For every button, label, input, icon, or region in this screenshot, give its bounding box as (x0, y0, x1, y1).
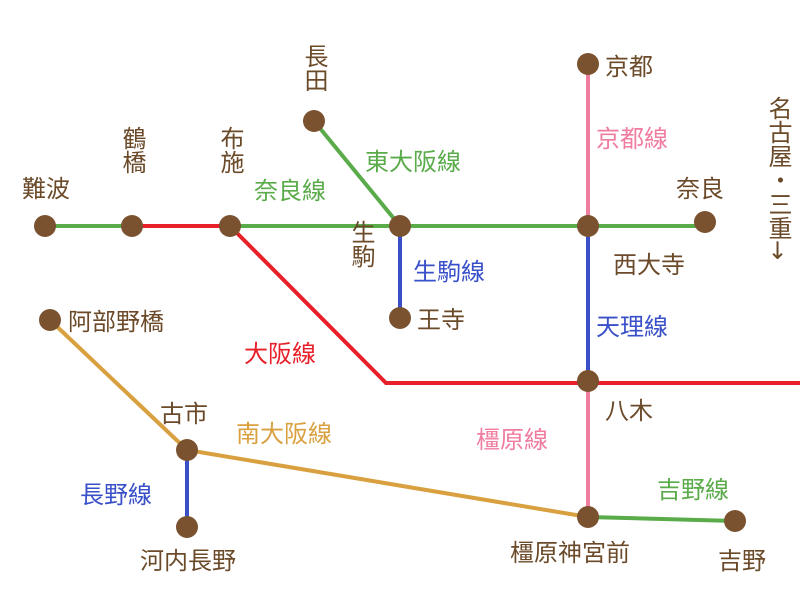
station-dot-abenobashi[interactable] (39, 309, 61, 331)
station-dots (34, 53, 746, 538)
line-label-osaka: 大阪線 (244, 340, 316, 368)
station-dot-yagi[interactable] (577, 370, 599, 392)
line-label-nagano: 長野線 (80, 481, 152, 509)
station-label-ikoma: 生駒 (347, 220, 375, 268)
station-label-fuse: 布施 (216, 126, 244, 174)
line-labels: 東大阪線 京都線 奈良線 生駒線 天理線 大阪線 南大阪線 橿原線 長野線 吉野… (80, 125, 729, 509)
station-dot-tsuruhashi[interactable] (121, 215, 143, 237)
station-label-kawachinagano: 河内長野 (140, 547, 236, 575)
station-label-yamato-saidaiji: 西大寺 (613, 251, 685, 279)
station-label-namba: 難波 (22, 175, 70, 203)
station-label-yoshino: 吉野 (718, 547, 766, 575)
station-label-oji: 王寺 (417, 306, 465, 334)
station-dot-nara[interactable] (694, 211, 716, 233)
line-label-tenri: 天理線 (596, 313, 668, 341)
station-dot-kyoto[interactable] (577, 53, 599, 75)
line-label-kyoto: 京都線 (596, 125, 668, 153)
station-dot-kawachinagano[interactable] (176, 516, 198, 538)
station-dot-ikoma[interactable] (389, 215, 411, 237)
station-label-nara: 奈良 (676, 175, 724, 203)
station-dot-nagata[interactable] (303, 110, 325, 132)
higashi-osaka-line-track (312, 119, 402, 228)
line-label-minami-osaka: 南大阪線 (236, 420, 332, 448)
line-label-higashi-osaka: 東大阪線 (365, 148, 461, 176)
station-label-nagata: 長田 (300, 44, 328, 92)
station-dot-yoshino[interactable] (724, 510, 746, 532)
line-label-nara: 奈良線 (254, 177, 326, 205)
station-label-yagi: 八木 (605, 397, 653, 425)
line-label-ikoma: 生駒線 (413, 258, 485, 286)
track-lines (45, 64, 800, 527)
station-label-kashiharajingumae: 橿原神宮前 (510, 539, 630, 567)
station-dot-furuichi[interactable] (176, 439, 198, 461)
station-labels: 長田 京都 難波 鶴橋 布施 奈良 生駒 王寺 西大寺 阿部野橋 古市 八木 橿… (22, 44, 766, 575)
osaka-line-track (228, 224, 800, 385)
station-dot-kashiharajingumae[interactable] (577, 506, 599, 528)
station-label-tsuruhashi: 鶴橋 (118, 126, 146, 174)
line-label-yoshino: 吉野線 (657, 476, 729, 504)
station-label-kyoto: 京都 (605, 53, 653, 81)
station-dot-oji[interactable] (389, 307, 411, 329)
station-dot-namba[interactable] (34, 215, 56, 237)
station-label-furuichi: 古市 (160, 400, 208, 428)
station-dot-yamato-saidaiji[interactable] (577, 215, 599, 237)
direction-note-nagoya-mie: 名古屋・三重→ (764, 96, 792, 260)
yoshino-line-track (587, 515, 736, 523)
line-label-kashihara: 橿原線 (476, 426, 548, 454)
station-dot-fuse[interactable] (219, 215, 241, 237)
station-label-abenobashi: 阿部野橋 (68, 308, 164, 336)
